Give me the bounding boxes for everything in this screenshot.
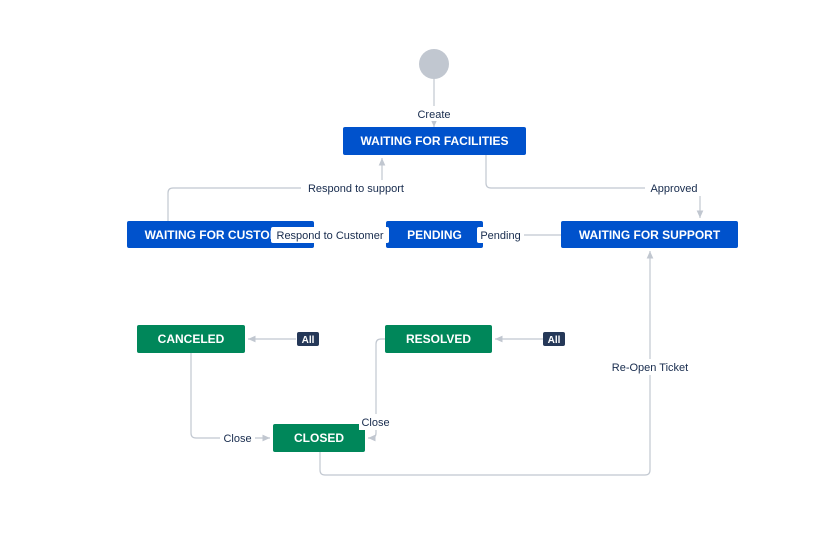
label-bg <box>477 227 524 243</box>
transition-label: Re-Open Ticket <box>612 362 688 374</box>
all-badge <box>297 332 319 346</box>
status-waiting-for-support[interactable]: WAITING FOR SUPPORT <box>561 221 738 248</box>
status-pending[interactable]: PENDING <box>386 221 483 248</box>
status-box <box>137 325 245 353</box>
label-bg <box>301 180 412 196</box>
label-bg <box>645 180 703 196</box>
transition-label: All <box>548 335 561 346</box>
status-box <box>561 221 738 248</box>
status-canceled[interactable]: CANCELED <box>137 325 245 353</box>
label-bg <box>271 227 389 243</box>
status-label: CLOSED <box>294 431 344 445</box>
status-waiting-for-facilities[interactable]: WAITING FOR FACILITIES <box>343 127 526 155</box>
label-bg <box>220 430 255 446</box>
transition-create[interactable]: Create <box>414 106 454 121</box>
status-box <box>127 221 314 248</box>
transition-pending[interactable]: Pending <box>477 227 524 243</box>
status-resolved[interactable]: RESOLVED <box>385 325 492 353</box>
status-closed[interactable]: CLOSED <box>273 424 365 452</box>
edge-close-from-resolved <box>368 338 385 442</box>
transition-label: Respond to Customer <box>277 230 384 242</box>
edge-close-from-canceled <box>190 353 270 442</box>
status-box <box>386 221 483 248</box>
status-label: WAITING FOR FACILITIES <box>361 134 509 148</box>
transition-all-resolved[interactable]: All <box>543 332 565 346</box>
transition-label: Close <box>223 433 251 445</box>
status-waiting-for-customer[interactable]: WAITING FOR CUSTOMER <box>127 221 314 248</box>
edge-respond-to-support <box>167 158 386 221</box>
transition-label: Respond to support <box>308 183 404 195</box>
status-label: PENDING <box>407 228 462 242</box>
edge-re-open-ticket <box>319 251 654 476</box>
label-bg <box>414 106 454 121</box>
transition-label: Pending <box>480 230 520 242</box>
transition-close-from-canceled[interactable]: Close <box>220 430 255 446</box>
transition-all-canceled[interactable]: All <box>297 332 319 346</box>
label-bg <box>607 359 693 375</box>
transition-label: Approved <box>650 183 697 195</box>
all-badge <box>543 332 565 346</box>
status-box <box>343 127 526 155</box>
transition-approved[interactable]: Approved <box>645 180 703 196</box>
transition-label: All <box>302 335 315 346</box>
status-label: CANCELED <box>158 332 225 346</box>
status-box <box>273 424 365 452</box>
transition-label: Close <box>361 417 389 429</box>
transition-respond-to-customer[interactable]: Respond to Customer <box>271 227 389 243</box>
transition-respond-to-support[interactable]: Respond to support <box>301 180 412 196</box>
status-label: WAITING FOR SUPPORT <box>579 228 721 242</box>
status-box <box>385 325 492 353</box>
transition-re-open-ticket[interactable]: Re-Open Ticket <box>607 359 693 375</box>
status-label: RESOLVED <box>406 332 471 346</box>
transition-label: Create <box>417 109 450 121</box>
start-node <box>419 49 449 79</box>
label-bg <box>359 414 392 430</box>
status-label: WAITING FOR CUSTOMER <box>145 228 297 242</box>
transition-close-from-resolved[interactable]: Close <box>359 414 392 430</box>
